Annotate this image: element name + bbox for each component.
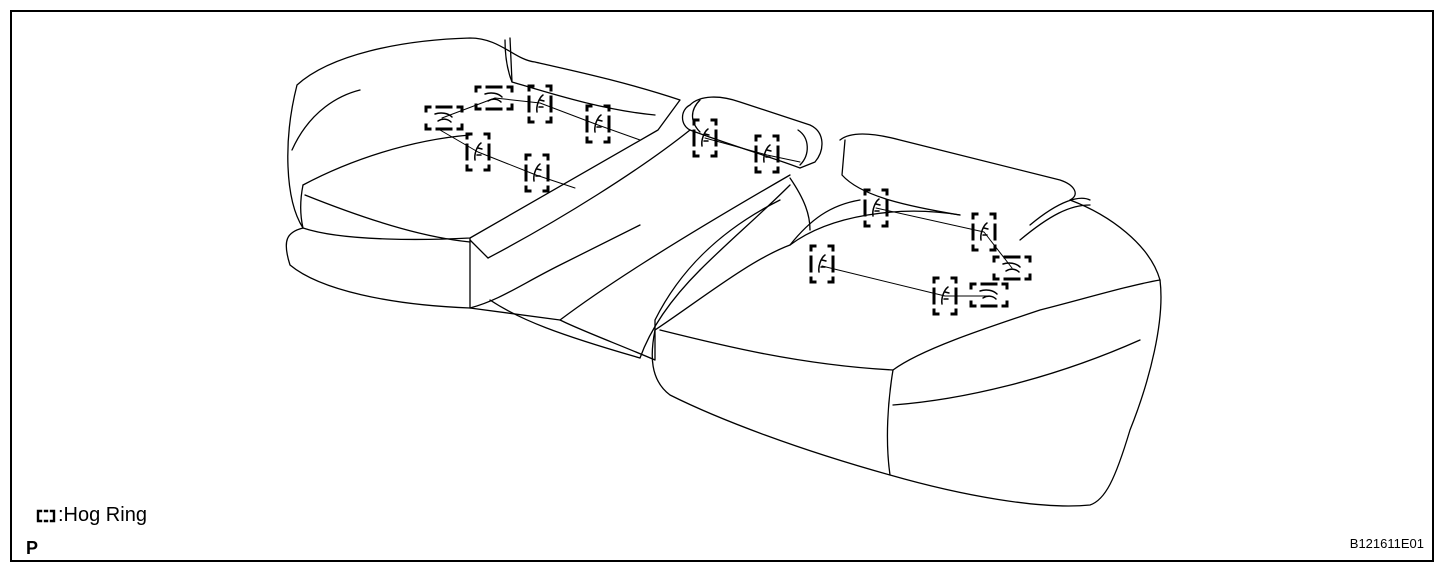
diagram-frame [10,10,1434,562]
hog-ring-marker [524,153,550,193]
figure-id: B121611E01 [1349,536,1424,551]
hog-ring-marker [585,104,611,144]
legend: :Hog Ring [36,504,147,527]
legend-label: :Hog Ring [58,504,147,526]
view-letter: P [26,538,39,558]
hog-ring-marker [809,244,835,284]
hog-ring-marker [527,84,553,124]
left-cushion-outline [285,37,681,309]
hog-ring-bracket-icon [36,509,56,522]
hog-ring-marker [424,105,464,131]
center-section-outline [469,96,823,361]
stitch-lines [439,97,1013,297]
hog-ring-marker [969,282,1009,308]
right-cushion-outline [651,133,1162,507]
